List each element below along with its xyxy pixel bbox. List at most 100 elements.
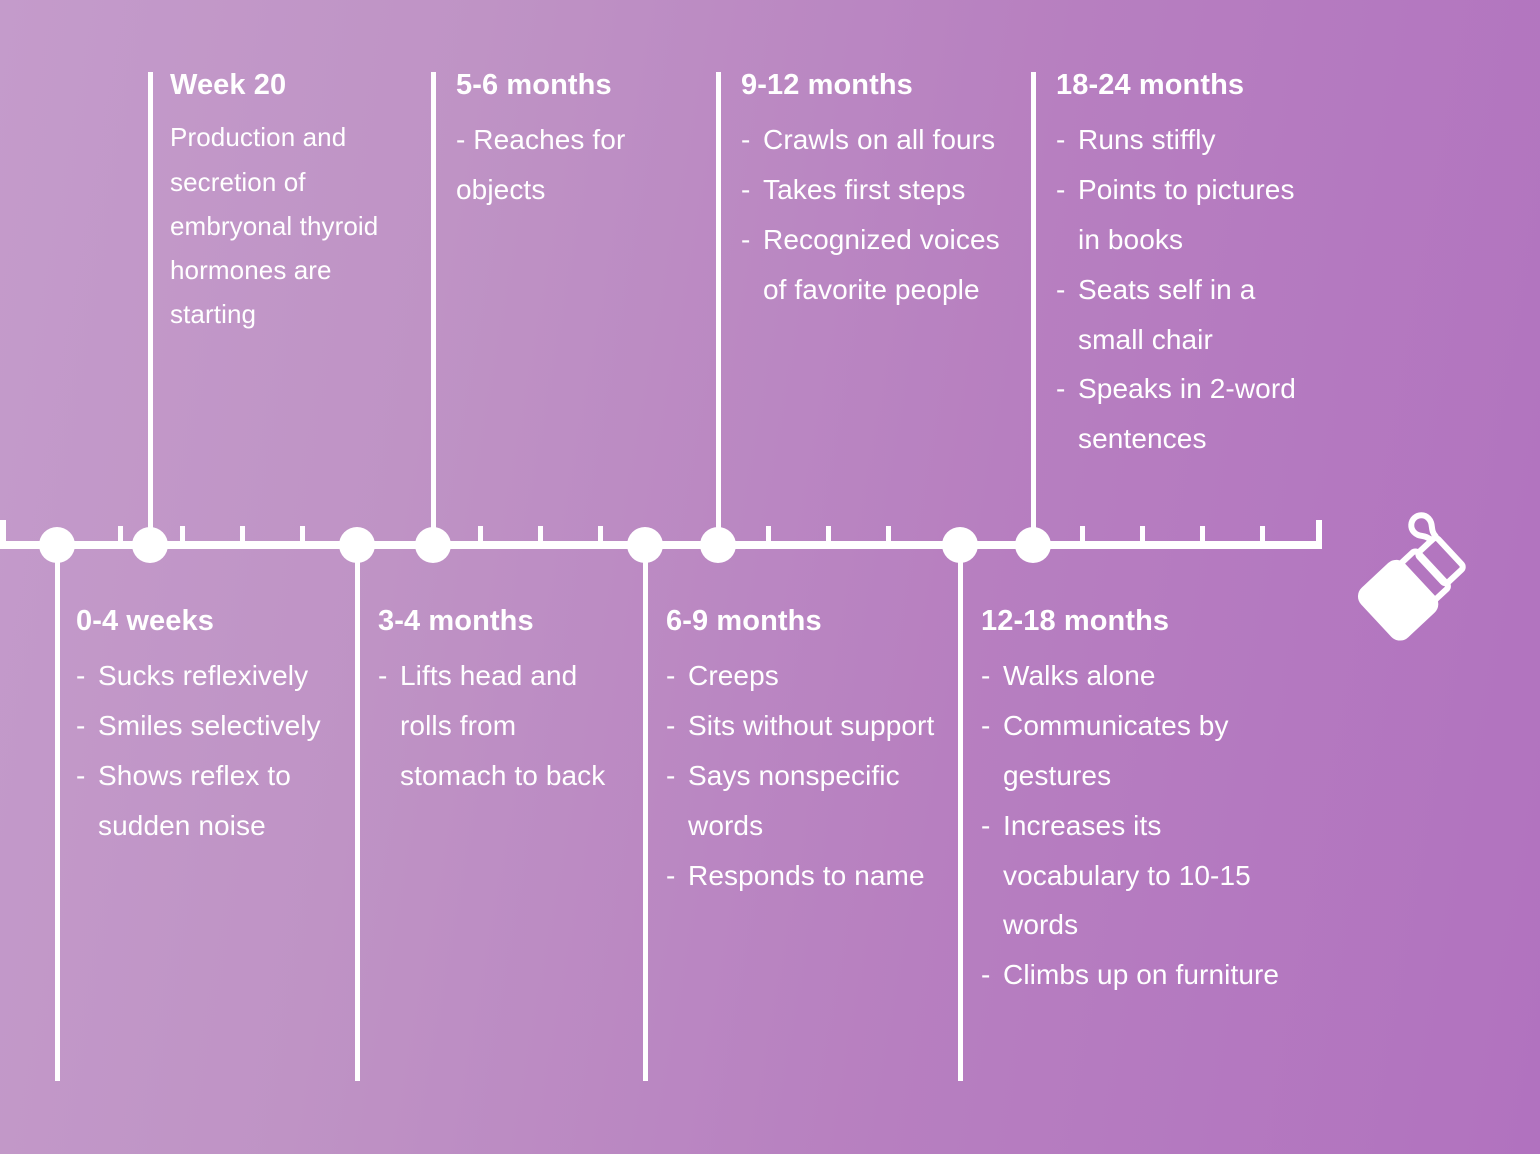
axis-tick bbox=[538, 526, 543, 542]
axis-tick bbox=[118, 526, 123, 542]
stage-list: -Creeps -Sits without support -Says nons… bbox=[666, 651, 946, 900]
stage-block-3-4-months: 3-4 months -Lifts head and rolls from st… bbox=[378, 605, 613, 801]
bullet-dash: - bbox=[981, 809, 991, 841]
connector-5-6-months bbox=[431, 72, 436, 542]
list-item: -Climbs up on furniture bbox=[981, 950, 1301, 1000]
stage-title: 0-4 weeks bbox=[76, 605, 214, 637]
stage-paragraph: Production and secretion of embryonal th… bbox=[170, 122, 379, 330]
bullet-dash: - bbox=[76, 660, 86, 692]
bullet-dash: - bbox=[76, 759, 86, 791]
axis-tick bbox=[766, 526, 771, 542]
bullet-dash: - bbox=[666, 710, 676, 742]
bullet-dash: - bbox=[741, 223, 751, 255]
stage-list: -Walks alone -Communicates by gestures -… bbox=[981, 651, 1301, 1000]
stage-block-12-18-months: 12-18 months -Walks alone -Communicates … bbox=[981, 605, 1301, 1000]
bullet-dash: - bbox=[1056, 174, 1066, 206]
axis-tick bbox=[478, 526, 483, 542]
list-item-label: Speaks in 2-word sentences bbox=[1078, 373, 1296, 455]
axis-tick bbox=[240, 526, 245, 542]
stage-title: 6-9 months bbox=[666, 605, 822, 637]
list-item-label: Recognized voices of favorite people bbox=[763, 223, 1000, 305]
connector-18-24-months bbox=[1031, 72, 1036, 542]
stage-paragraph: - Reaches for objects bbox=[456, 124, 626, 206]
list-item-label: Points to pictures in books bbox=[1078, 174, 1295, 255]
connector-0-4-weeks bbox=[55, 548, 60, 1081]
stage-block-9-12-months: 9-12 months -Crawls on all fours -Takes … bbox=[741, 69, 1016, 315]
stage-title: 3-4 months bbox=[378, 605, 534, 637]
list-item: -Walks alone bbox=[981, 651, 1301, 701]
list-item-label: Walks alone bbox=[1003, 660, 1156, 692]
list-item-label: Sits without support bbox=[688, 710, 935, 742]
list-item: -Smiles selectively bbox=[76, 701, 351, 751]
bullet-dash: - bbox=[981, 660, 991, 692]
bullet-dash: - bbox=[1056, 124, 1066, 156]
bullet-dash: - bbox=[666, 759, 676, 791]
stage-block-18-24-months: 18-24 months -Runs stiffly -Points to pi… bbox=[1056, 69, 1316, 464]
axis-tick bbox=[1260, 526, 1265, 542]
stage-title: 18-24 months bbox=[1056, 69, 1245, 101]
stage-list: -Lifts head and rolls from stomach to ba… bbox=[378, 651, 613, 800]
list-item-label: Crawls on all fours bbox=[763, 124, 996, 156]
list-item-label: Takes first steps bbox=[763, 174, 966, 206]
axis-tick bbox=[886, 526, 891, 542]
list-item-label: Creeps bbox=[688, 660, 779, 692]
axis-tick bbox=[1200, 526, 1205, 542]
bullet-dash: - bbox=[378, 660, 388, 692]
list-item: -Takes first steps bbox=[741, 165, 1016, 215]
axis-tick bbox=[598, 526, 603, 542]
list-item: -Runs stiffly bbox=[1056, 115, 1316, 165]
stage-list: -Crawls on all fours -Takes first steps … bbox=[741, 115, 1016, 314]
connector-9-12-months bbox=[716, 72, 721, 542]
bullet-dash: - bbox=[666, 660, 676, 692]
list-item: -Sits without support bbox=[666, 701, 946, 751]
stage-block-5-6-months: 5-6 months - Reaches for objects bbox=[456, 69, 686, 215]
bullet-dash: - bbox=[1056, 373, 1066, 405]
bullet-dash: - bbox=[741, 174, 751, 206]
axis-tick bbox=[300, 526, 305, 542]
list-item: -Communicates by gestures bbox=[981, 701, 1301, 801]
axis-tick bbox=[1080, 526, 1085, 542]
list-item-label: Lifts head and rolls from stomach to bac… bbox=[400, 660, 606, 791]
list-item: -Lifts head and rolls from stomach to ba… bbox=[378, 651, 613, 800]
connector-6-9-months bbox=[643, 548, 648, 1081]
list-item-label: Climbs up on furniture bbox=[1003, 959, 1280, 991]
stage-title: 12-18 months bbox=[981, 605, 1170, 637]
connector-12-18-months bbox=[958, 548, 963, 1081]
list-item-label: Smiles selectively bbox=[98, 710, 321, 742]
list-item: -Crawls on all fours bbox=[741, 115, 1016, 165]
list-item-label: Communicates by gestures bbox=[1003, 710, 1229, 791]
list-item: -Speaks in 2-word sentences bbox=[1056, 364, 1316, 464]
stage-block-week-20: Week 20 Production and secretion of embr… bbox=[170, 69, 420, 336]
bullet-dash: - bbox=[1056, 273, 1066, 305]
stage-block-6-9-months: 6-9 months -Creeps -Sits without support… bbox=[666, 605, 946, 900]
stage-title: Week 20 bbox=[170, 69, 287, 101]
list-item: -Points to pictures in books bbox=[1056, 165, 1316, 265]
connector-3-4-months bbox=[355, 548, 360, 1081]
stage-block-0-4-weeks: 0-4 weeks -Sucks reflexively -Smiles sel… bbox=[76, 605, 351, 851]
axis-tick bbox=[826, 526, 831, 542]
stage-list: -Runs stiffly -Points to pictures in boo… bbox=[1056, 115, 1316, 464]
stage-title: 5-6 months bbox=[456, 69, 612, 101]
list-item-label: Increases its vocabulary to 10-15 words bbox=[1003, 809, 1251, 941]
list-item: -Says nonspecific words bbox=[666, 751, 946, 851]
list-item: -Shows reflex to sudden noise bbox=[76, 751, 351, 851]
axis-end-cap bbox=[1316, 520, 1322, 549]
axis-start-cap bbox=[0, 520, 6, 549]
list-item-label: Runs stiffly bbox=[1078, 124, 1216, 156]
list-item-label: Shows reflex to sudden noise bbox=[98, 759, 291, 841]
bullet-dash: - bbox=[981, 710, 991, 742]
connector-week-20 bbox=[148, 72, 153, 542]
list-item-label: Sucks reflexively bbox=[98, 660, 309, 692]
list-item: -Sucks reflexively bbox=[76, 651, 351, 701]
list-item-label: Says nonspecific words bbox=[688, 759, 900, 841]
stage-title: 9-12 months bbox=[741, 69, 913, 101]
bullet-dash: - bbox=[666, 859, 676, 891]
axis-tick bbox=[180, 526, 185, 542]
list-item-label: Seats self in a small chair bbox=[1078, 273, 1256, 355]
list-item: -Seats self in a small chair bbox=[1056, 265, 1316, 365]
list-item: -Creeps bbox=[666, 651, 946, 701]
bullet-dash: - bbox=[981, 959, 991, 991]
axis-tick bbox=[1140, 526, 1145, 542]
list-item: -Responds to name bbox=[666, 851, 946, 901]
